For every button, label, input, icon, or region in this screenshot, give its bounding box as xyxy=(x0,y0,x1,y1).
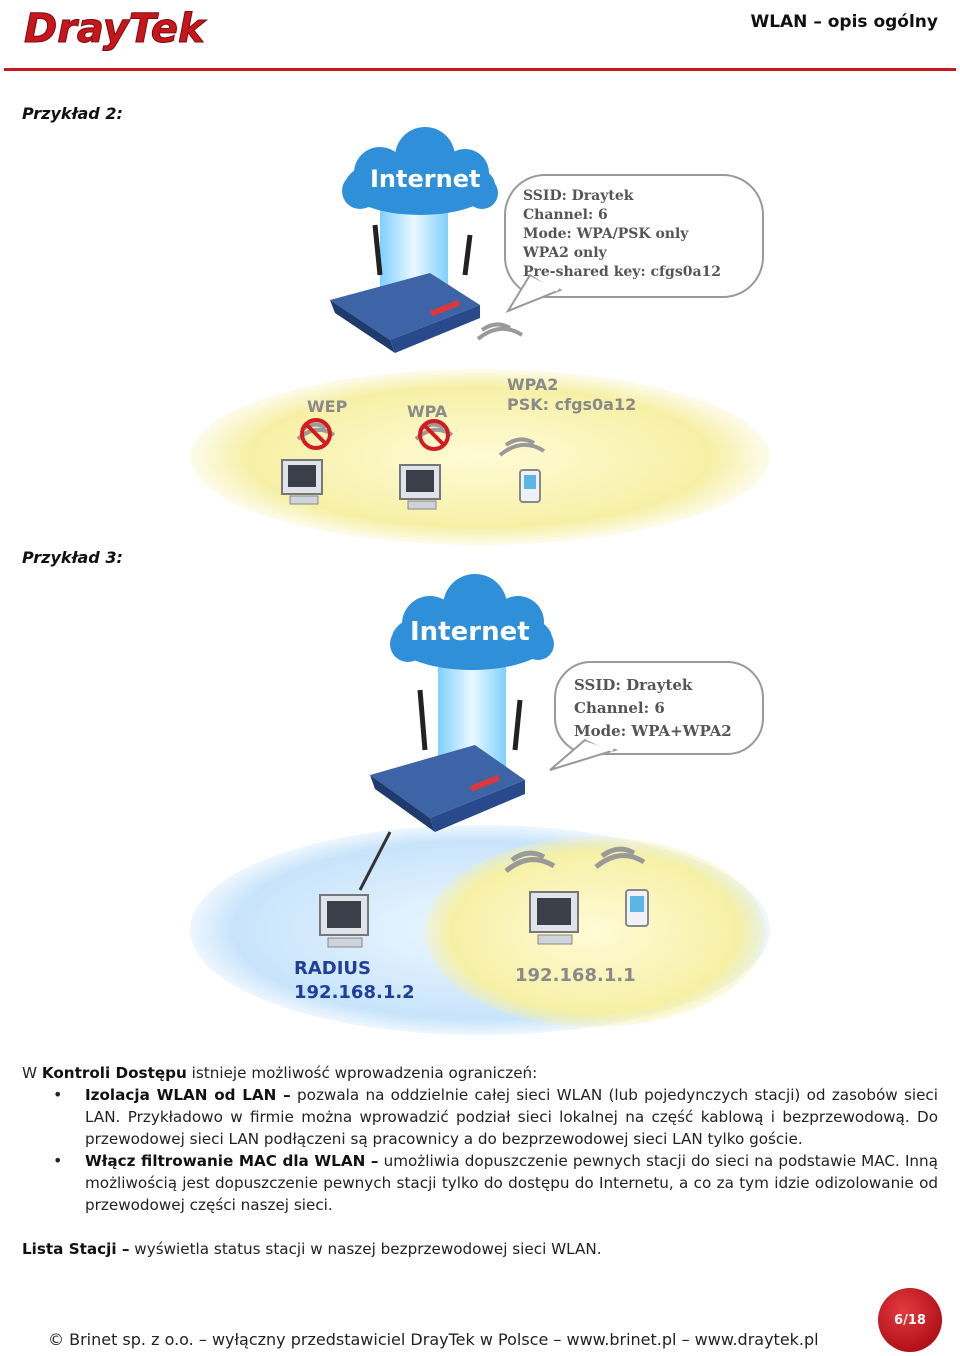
cloud-label: Internet xyxy=(370,165,480,193)
callout-line-2: Channel: 6 xyxy=(523,207,608,223)
list-item: Włącz filtrowanie MAC dla WLAN – umożliw… xyxy=(53,1150,938,1216)
lan-ip-label: 192.168.1.1 xyxy=(515,965,636,986)
router-signal-icon xyxy=(476,322,524,341)
wlan-area xyxy=(190,369,770,545)
callout-line-3: Mode: WPA/PSK only xyxy=(523,226,689,242)
list-item: Izolacja WLAN od LAN – pozwala na oddzie… xyxy=(53,1084,938,1150)
cloud-label: Internet xyxy=(410,617,530,647)
callout-line-5: Pre-shared key: cfgs0a12 xyxy=(523,264,721,280)
radius-ip-label: 192.168.1.2 xyxy=(294,982,415,1003)
ssid-callout xyxy=(504,174,764,314)
computer-icon xyxy=(529,891,579,945)
wpa2-signal-icon xyxy=(498,437,546,457)
logo-text: DrayTek xyxy=(24,6,207,52)
computer-icon xyxy=(281,459,323,505)
example-2-diagram: Internet SSID: Draytek Channel: 6 Mode: … xyxy=(190,125,770,549)
callout-line-2: Channel: 6 xyxy=(574,699,665,717)
footer-copyright: © Brinet sp. z o.o. – wyłączny przedstaw… xyxy=(48,1330,819,1349)
page-number-badge: 6/18 xyxy=(878,1288,942,1352)
body-text: W Kontroli Dostępu istnieje możliwość wp… xyxy=(22,1062,938,1260)
pda-icon xyxy=(625,889,649,927)
lan-cable xyxy=(358,831,392,891)
example-2-label: Przykład 2: xyxy=(22,104,123,123)
computer-icon xyxy=(399,464,441,510)
wlan-signal-icon xyxy=(504,846,646,873)
wep-blocked-icon xyxy=(296,418,336,450)
callout-line-1: SSID: Draytek xyxy=(574,676,693,694)
wpa-label: WPA xyxy=(407,402,448,421)
callout-line-1: SSID: Draytek xyxy=(523,188,634,204)
wpa-blocked-icon xyxy=(414,419,454,451)
wep-label: WEP xyxy=(307,397,348,416)
example-3-diagram: Internet SSID: Draytek Channel: 6 Mode: … xyxy=(190,570,770,1044)
internet-cloud-icon xyxy=(390,574,554,670)
callout-line-4: WPA2 only xyxy=(522,245,608,261)
callout-line-3: Mode: WPA+WPA2 xyxy=(574,722,732,740)
header-divider xyxy=(4,68,956,71)
router-icon xyxy=(330,224,480,353)
pda-icon xyxy=(519,469,541,503)
page-header-title: WLAN – opis ogólny xyxy=(750,12,938,32)
intro-paragraph: W Kontroli Dostępu istnieje możliwość wp… xyxy=(22,1064,538,1082)
wlan-area xyxy=(425,837,765,1027)
example-3-label: Przykład 3: xyxy=(22,548,123,567)
draytek-logo: DrayTek xyxy=(22,2,222,62)
restrictions-list: Izolacja WLAN od LAN – pozwala na oddzie… xyxy=(22,1084,938,1216)
station-list-paragraph: Lista Stacji – wyświetla status stacji w… xyxy=(22,1240,602,1258)
wpa2-label: WPA2 xyxy=(507,375,558,394)
radius-label: RADIUS xyxy=(294,958,371,979)
internet-cloud-icon xyxy=(342,127,498,215)
intro-bold: Kontroli Dostępu xyxy=(41,1064,187,1082)
radius-server-icon xyxy=(319,894,369,948)
router-icon xyxy=(370,689,525,832)
ssid-callout xyxy=(549,661,764,771)
psk-label: PSK: cfgs0a12 xyxy=(507,395,636,414)
